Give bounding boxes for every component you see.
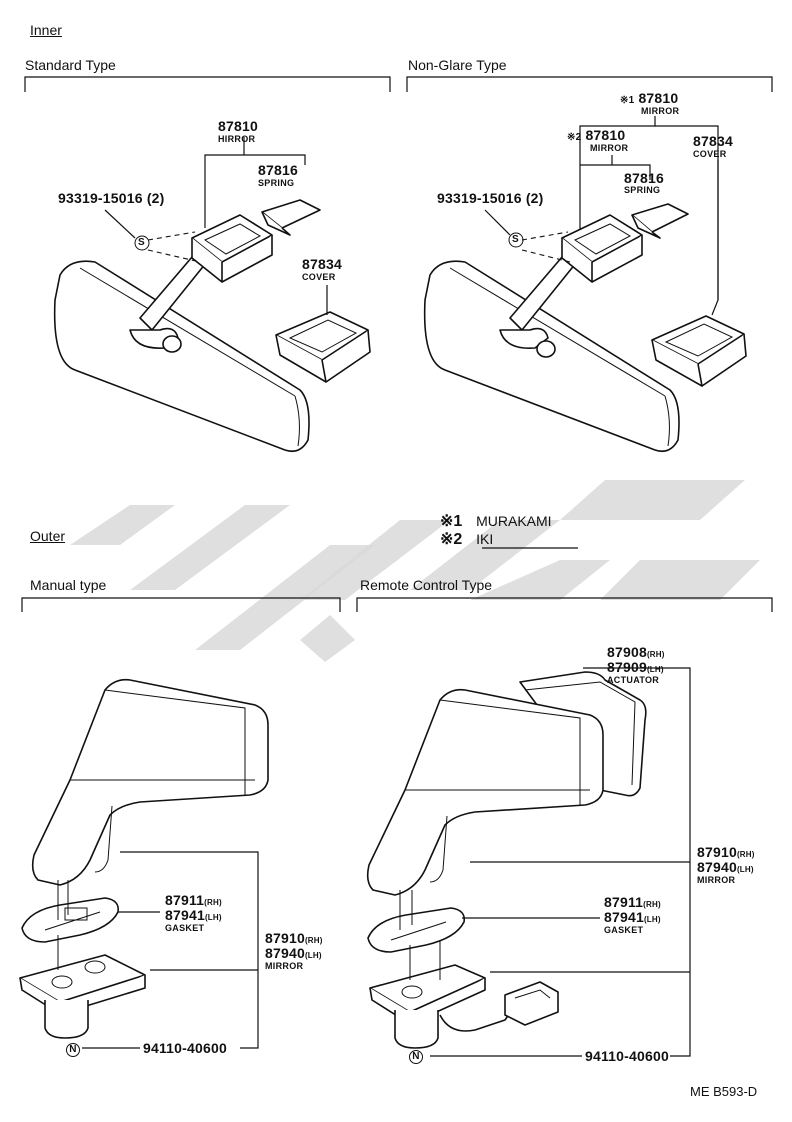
legend-maker-1: MURAKAMI (476, 513, 552, 529)
man-mirror-rh-part-number: 87910 (265, 930, 305, 946)
figure-code: ME B593-D (690, 1084, 758, 1099)
man-gasket-rh-part-number: 87911 (165, 892, 205, 908)
legend-row-2: ※2 IKI (440, 531, 493, 548)
ng-mirror1-mark: ※1 (620, 95, 635, 106)
ng-mirror1-name: MIRROR (641, 106, 680, 116)
section-brackets (21, 76, 773, 612)
ng-mirror2-name: MIRROR (590, 143, 629, 153)
man-screw-symbol: N (66, 1043, 80, 1057)
rc-mirror-rh-label: 87910(RH) (697, 845, 755, 862)
man-screw-part-number: 94110-40600 (143, 1040, 227, 1056)
std-mirror-part-number: 87810 (218, 118, 258, 134)
std-spring-name: SPRING (258, 178, 295, 188)
std-cover-part-number: 87834 (302, 256, 342, 272)
rc-actuator-name: ACTUATOR (607, 675, 660, 685)
std-bolt-part-number: 93319-15016 (2) (58, 190, 165, 206)
section-manual-type: Manual type (30, 577, 107, 593)
rc-gasket-lh-suffix: (LH) (643, 915, 661, 924)
section-standard-type: Standard Type (25, 57, 116, 73)
man-mirror-lh-part-number: 87940 (265, 945, 305, 961)
section-outer-title: Outer (30, 528, 66, 544)
man-mirror-lh-label: 87940(LH) (265, 946, 322, 963)
rc-gasket-rh-part-number: 87911 (604, 894, 644, 910)
legend-row-1: ※1 MURAKAMI (440, 513, 552, 530)
std-bolt-symbol: S (138, 237, 145, 248)
ng-cover-part-number: 87834 (693, 133, 733, 149)
rc-screw-part-number: 94110-40600 (585, 1048, 669, 1064)
legend-mark-1: ※1 (440, 513, 463, 530)
man-gasket-name: GASKET (165, 923, 205, 933)
section-remote-control-type: Remote Control Type (360, 577, 493, 593)
ng-mirror1-part-number: 87810 (638, 90, 679, 106)
ng-mirror2-part-number: 87810 (585, 127, 626, 143)
ng-mirror1-label: ※1 87810 (620, 91, 678, 108)
man-gasket-rh-suffix: (RH) (204, 898, 222, 907)
rc-actuator-lh-label: 87909(LH) (607, 660, 664, 677)
rc-gasket-rh-label: 87911(RH) (604, 895, 661, 912)
man-mirror-rh-suffix: (RH) (304, 936, 323, 945)
rc-mirror-rh-part-number: 87910 (697, 844, 737, 860)
rc-gasket-lh-part-number: 87941 (604, 909, 644, 925)
rc-screw-symbol: N (409, 1050, 423, 1064)
rc-actuator-rh-part-number: 87908 (607, 644, 647, 660)
man-gasket-rh-label: 87911(RH) (165, 893, 222, 910)
ng-mirror2-label: ※2 87810 (567, 128, 625, 145)
ng-spring-part-number: 87816 (624, 170, 664, 186)
rc-gasket-name: GASKET (604, 925, 644, 935)
ng-mirror2-mark: ※2 (567, 132, 582, 143)
std-spring-part-number: 87816 (258, 162, 298, 178)
standard-inner-mirror-drawing (53, 137, 371, 453)
rc-actuator-rh-suffix: (RH) (646, 650, 665, 659)
nonglare-inner-mirror-drawing (423, 116, 747, 453)
legend-maker-2: IKI (476, 531, 494, 547)
man-mirror-lh-suffix: (LH) (304, 951, 322, 960)
manual-outer-mirror-drawing (19, 678, 269, 1049)
section-inner-title: Inner (30, 22, 62, 38)
rc-actuator-lh-part-number: 87909 (607, 659, 647, 675)
man-gasket-lh-suffix: (LH) (204, 913, 222, 922)
watermark-logo (70, 480, 760, 662)
rc-actuator-lh-suffix: (LH) (646, 665, 664, 674)
man-mirror-rh-label: 87910(RH) (265, 931, 323, 948)
std-mirror-name: HIRROR (218, 134, 256, 144)
ng-spring-name: SPRING (624, 185, 661, 195)
section-nonglare-type: Non-Glare Type (408, 57, 507, 73)
rc-mirror-lh-part-number: 87940 (697, 859, 737, 875)
rc-actuator-rh-label: 87908(RH) (607, 645, 665, 662)
rc-mirror-lh-label: 87940(LH) (697, 860, 754, 877)
ng-cover-name: COVER (693, 149, 727, 159)
rc-mirror-lh-suffix: (LH) (736, 865, 754, 874)
std-cover-name: COVER (302, 272, 336, 282)
rc-mirror-name: MIRROR (697, 875, 736, 885)
ng-bolt-symbol: S (512, 234, 519, 245)
man-gasket-lh-label: 87941(LH) (165, 908, 222, 925)
ng-bolt-part-number: 93319-15016 (2) (437, 190, 544, 206)
legend-mark-2: ※2 (440, 531, 463, 548)
man-gasket-lh-part-number: 87941 (165, 907, 205, 923)
rc-mirror-rh-suffix: (RH) (736, 850, 755, 859)
remote-outer-mirror-drawing (366, 667, 691, 1057)
man-mirror-name: MIRROR (265, 961, 304, 971)
rc-gasket-rh-suffix: (RH) (643, 900, 661, 909)
rc-gasket-lh-label: 87941(LH) (604, 910, 661, 927)
